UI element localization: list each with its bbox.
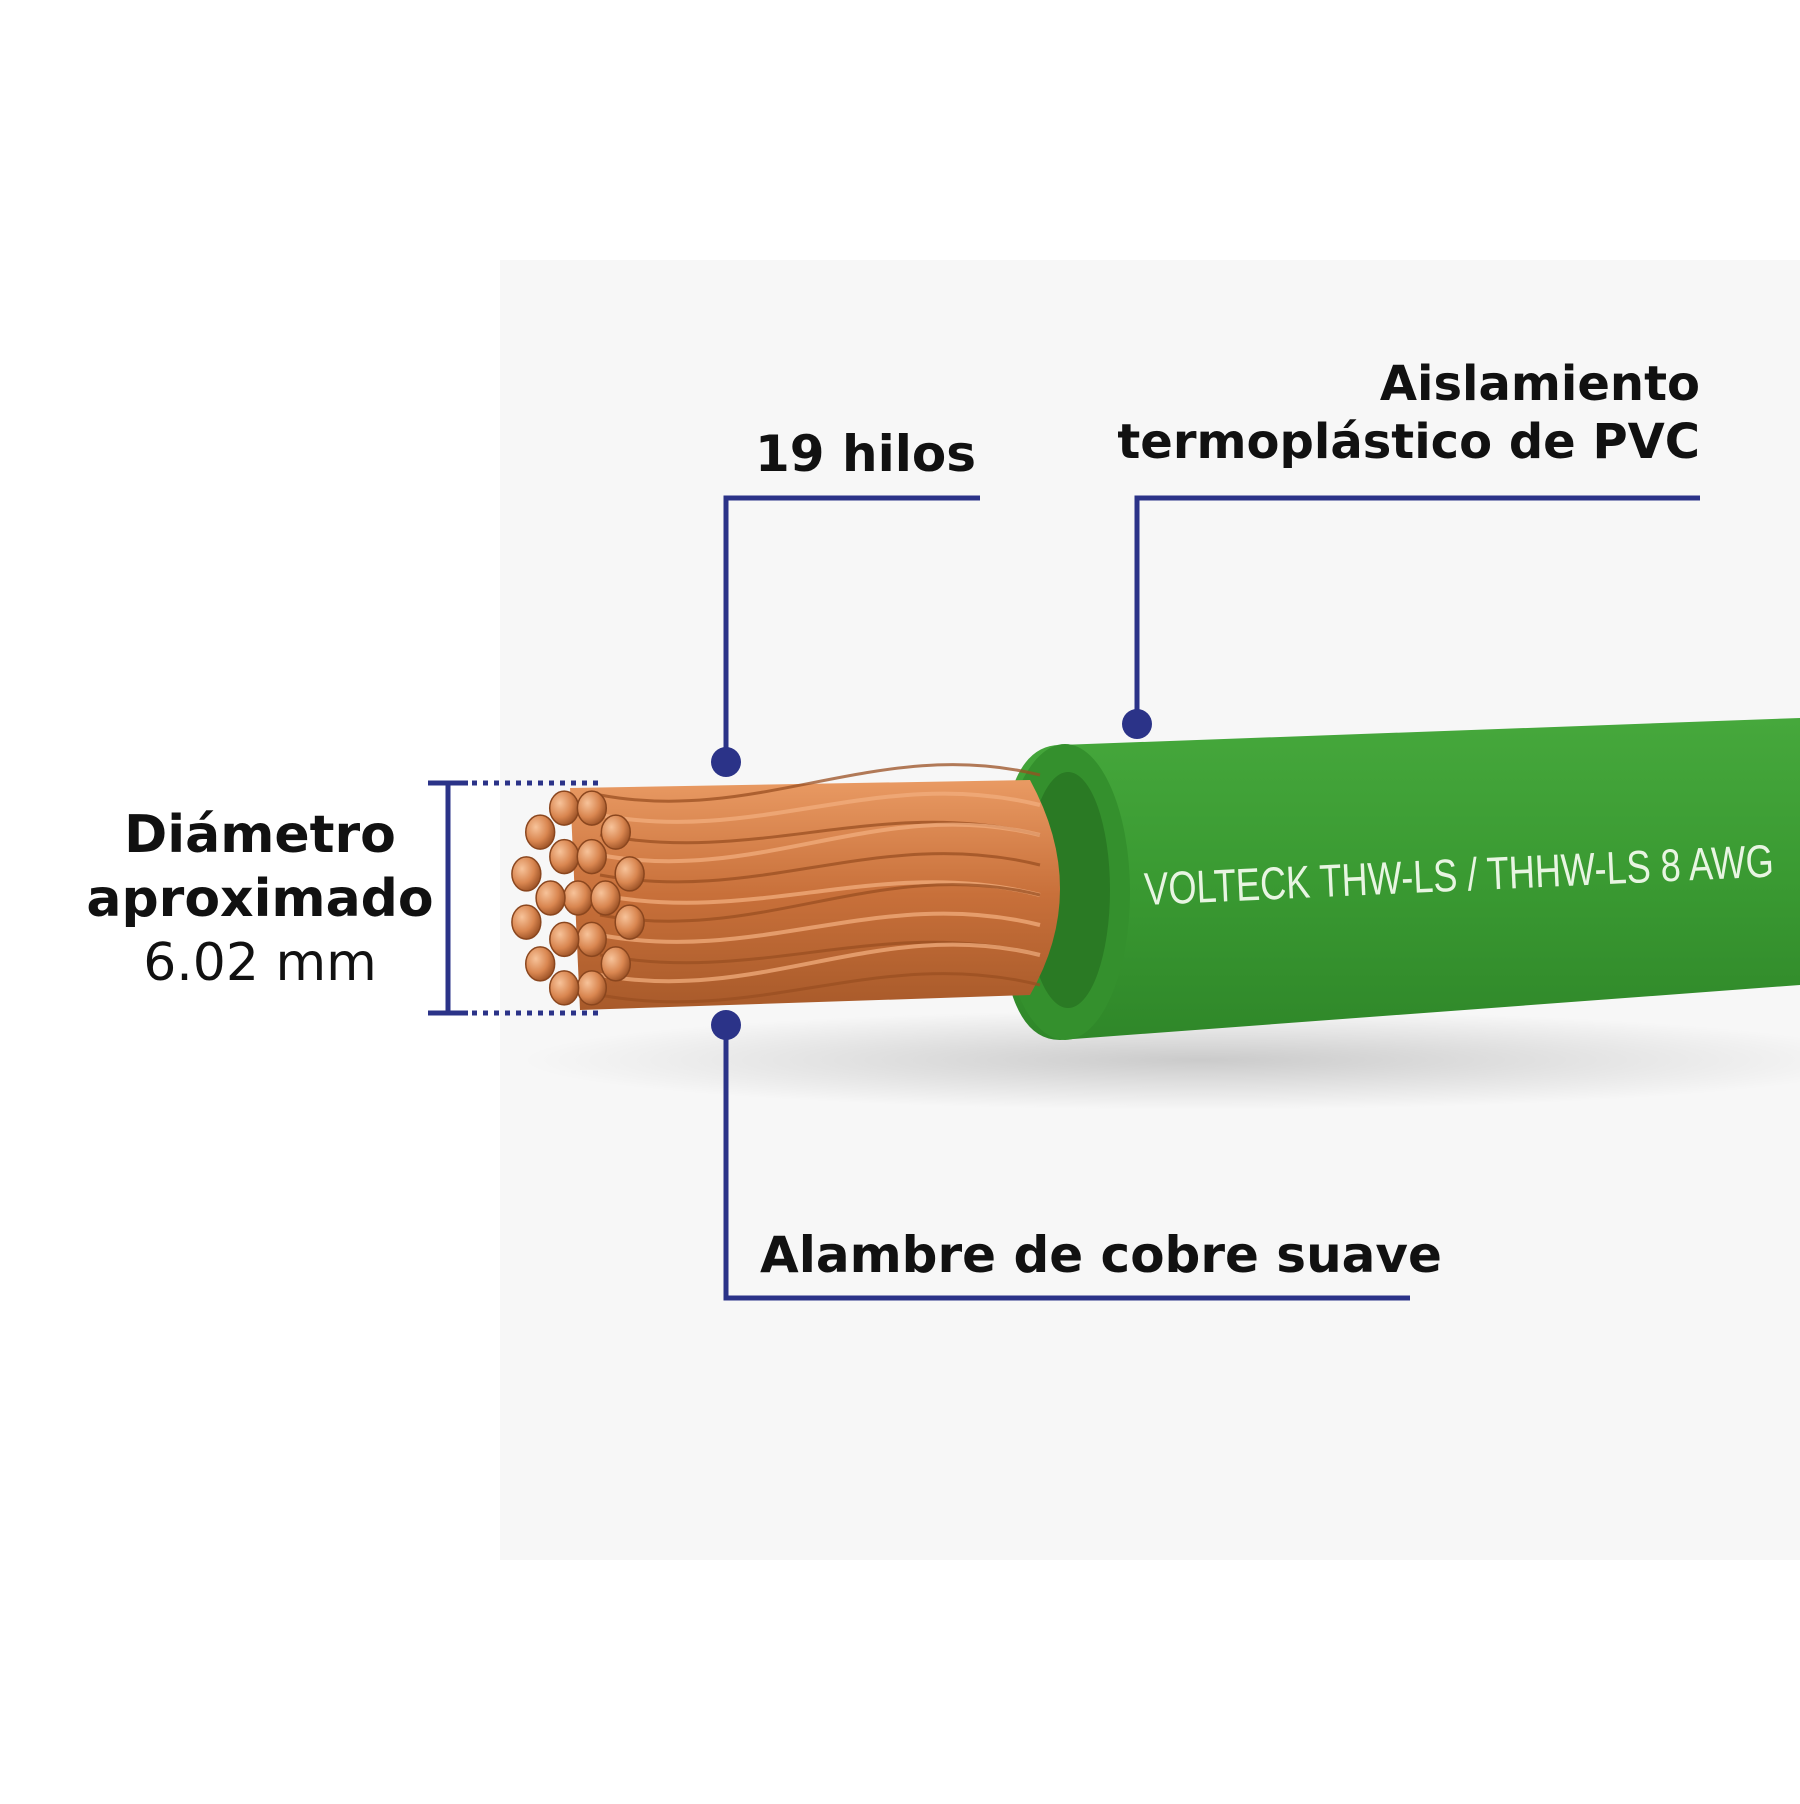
- conductor-label: Alambre de cobre suave: [760, 1226, 1442, 1284]
- diameter-value: 6.02 mm: [143, 933, 377, 993]
- copper-strand-end: [590, 880, 621, 916]
- cable-shadow: [520, 1010, 1800, 1110]
- copper-strand-end: [548, 970, 580, 1006]
- copper-twist-lines: [599, 763, 1041, 1004]
- leader-strands: [723, 495, 980, 760]
- leader-dot-strands: [711, 747, 741, 777]
- copper-strand-ends: [511, 790, 645, 1006]
- insulation-jacket: [1000, 718, 1800, 1040]
- copper-twist-line: [599, 972, 1041, 1004]
- leader-dot-conductor: [711, 1010, 741, 1040]
- diameter-label-line1: Diámetro: [124, 805, 396, 865]
- copper-strand-end: [511, 904, 542, 940]
- copper-strand-end: [614, 904, 645, 940]
- insulation-label-line1: Aislamiento: [1379, 356, 1700, 412]
- copper-bundle-body: [570, 780, 1060, 1010]
- copper-strand-end: [524, 814, 556, 850]
- insulation-label-line2: termoplástico de PVC: [1117, 414, 1700, 470]
- copper-strand-end: [614, 856, 645, 892]
- copper-twist-line: [599, 942, 1041, 984]
- copper-strand-end: [548, 790, 580, 826]
- leader-lines: [428, 495, 1700, 1301]
- copper-twist-line: [599, 791, 1041, 824]
- leader-insulation: [1134, 495, 1700, 722]
- copper-twist-line: [599, 763, 1041, 803]
- leader-dot-insulation: [1122, 709, 1152, 739]
- copper-strand-end: [549, 921, 580, 958]
- copper-strand-end: [576, 970, 608, 1006]
- copper-strand-end: [600, 814, 632, 850]
- copper-twist-line: [599, 883, 1041, 923]
- insulation-label: Aislamiento termoplástico de PVC: [1080, 355, 1700, 471]
- copper-strand-end: [576, 790, 608, 826]
- leader-conductor: [723, 1025, 1410, 1301]
- copper-twist-line: [599, 911, 1041, 944]
- copper-strand-end: [511, 856, 542, 892]
- copper-strand-end: [600, 946, 632, 982]
- copper-strand-end: [562, 880, 594, 916]
- copper-strand-end: [576, 838, 607, 875]
- copper-strand-end: [524, 946, 556, 982]
- copper-strand-end: [549, 838, 580, 875]
- strands-label: 19 hilos: [755, 425, 976, 483]
- copper-strand-end: [535, 880, 566, 916]
- diameter-label-line2: aproximado: [86, 869, 434, 929]
- diameter-label: Diámetro aproximado 6.02 mm: [80, 803, 440, 995]
- copper-twist-line: [599, 822, 1041, 864]
- copper-strand-end: [576, 921, 607, 958]
- copper-twist-line: [599, 852, 1041, 884]
